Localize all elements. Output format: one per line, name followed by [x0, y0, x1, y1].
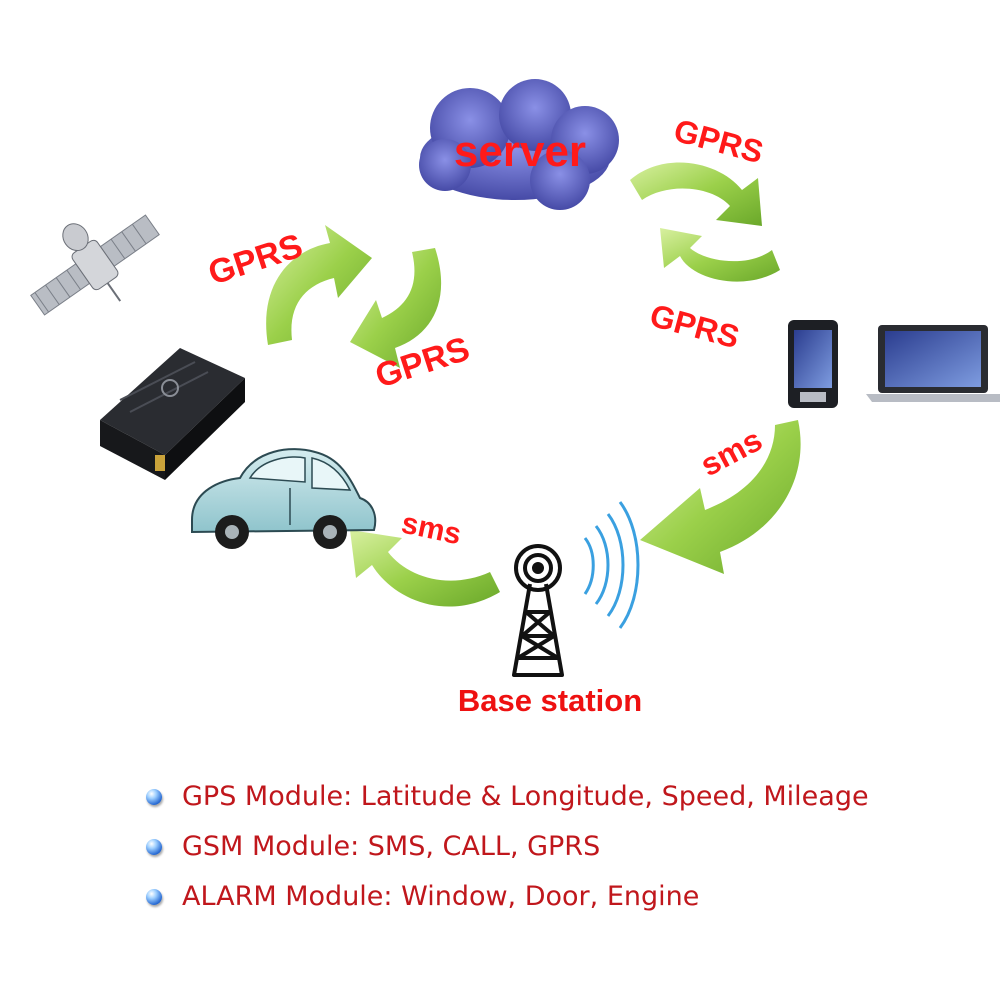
signal-waves-icon [583, 501, 640, 629]
gprs-label-3: GPRS [670, 112, 767, 170]
bullet-icon [146, 889, 162, 905]
radio-tower-icon [512, 544, 564, 677]
arrow-server-to-phone [630, 162, 762, 226]
arrow-tower-to-car [350, 530, 500, 607]
bullet-icon [146, 839, 162, 855]
server-label: server [454, 127, 586, 176]
feature-text: GPS Module: Latitude & Longitude, Speed,… [182, 781, 869, 812]
feature-item-gsm: GSM Module: SMS, CALL, GPRS [140, 822, 869, 872]
arrow-phone-to-tower [640, 420, 801, 574]
arrow-phone-to-server [660, 228, 780, 282]
satellite-icon [30, 214, 160, 316]
car-icon [191, 448, 377, 549]
feature-text: GSM Module: SMS, CALL, GPRS [182, 831, 601, 862]
phone-icon [788, 320, 838, 408]
feature-list: GPS Module: Latitude & Longitude, Speed,… [140, 772, 869, 922]
arrow-satellite-to-server [266, 225, 372, 345]
feature-item-alarm: ALARM Module: Window, Door, Engine [140, 872, 869, 922]
arrow-server-to-device [350, 248, 442, 368]
laptop-icon [866, 325, 1000, 402]
feature-item-gps: GPS Module: Latitude & Longitude, Speed,… [140, 772, 869, 822]
cloud-icon: server [419, 79, 619, 210]
sms-label-1: sms [694, 421, 767, 483]
gps-tracker-device-icon [100, 348, 245, 480]
sms-label-2: sms [399, 507, 465, 552]
bullet-icon [146, 789, 162, 805]
feature-text: ALARM Module: Window, Door, Engine [182, 881, 700, 912]
base-station-label: Base station [457, 683, 643, 718]
gprs-label-4: GPRS [646, 297, 743, 355]
